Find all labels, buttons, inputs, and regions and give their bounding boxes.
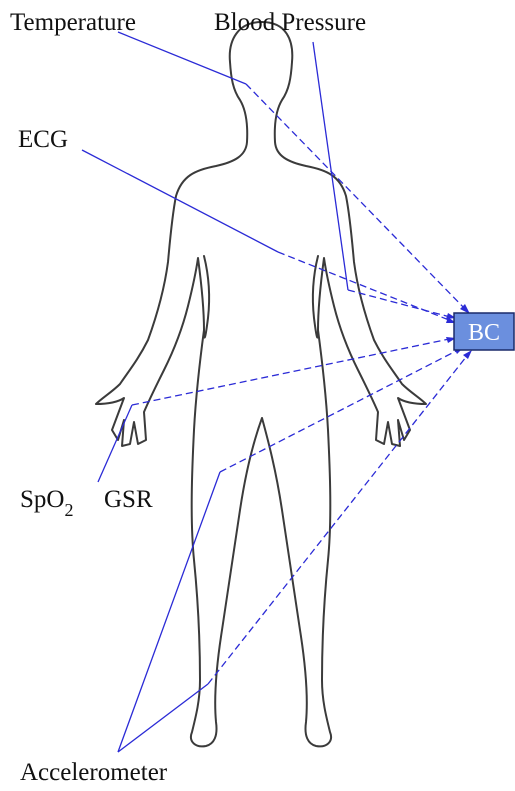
spo2-gsr-link bbox=[132, 338, 454, 405]
spo2-subscript: 2 bbox=[64, 500, 73, 520]
accelerometer-arrowhead-2 bbox=[463, 350, 472, 359]
ecg-label: ECG bbox=[18, 126, 68, 153]
spo2-gsr-label: SpO2 GSR bbox=[20, 486, 153, 520]
gsr-label: GSR bbox=[104, 486, 153, 513]
blood-pressure-label: Blood Pressure bbox=[214, 9, 366, 36]
human-body-figure bbox=[96, 22, 426, 746]
blood-pressure-leader-line bbox=[313, 42, 348, 290]
spo2-gsr-leader-line bbox=[98, 405, 132, 482]
body-silhouette bbox=[96, 22, 426, 746]
temperature-label: Temperature bbox=[10, 9, 136, 36]
bc-hub: BC bbox=[454, 313, 514, 350]
accelerometer-link-2 bbox=[208, 352, 470, 684]
temperature-leader-line bbox=[118, 32, 246, 84]
blood-pressure-link bbox=[348, 290, 454, 318]
accelerometer-link-1 bbox=[220, 348, 462, 472]
spo2-main-text: SpO bbox=[20, 486, 64, 513]
ecg-link bbox=[278, 252, 454, 322]
spo2-label: SpO2 bbox=[20, 486, 73, 520]
ecg-leader-line bbox=[82, 150, 278, 252]
bc-hub-label: BC bbox=[468, 320, 500, 346]
accelerometer-leader-line-1 bbox=[118, 472, 220, 752]
accelerometer-label: Accelerometer bbox=[20, 759, 168, 786]
